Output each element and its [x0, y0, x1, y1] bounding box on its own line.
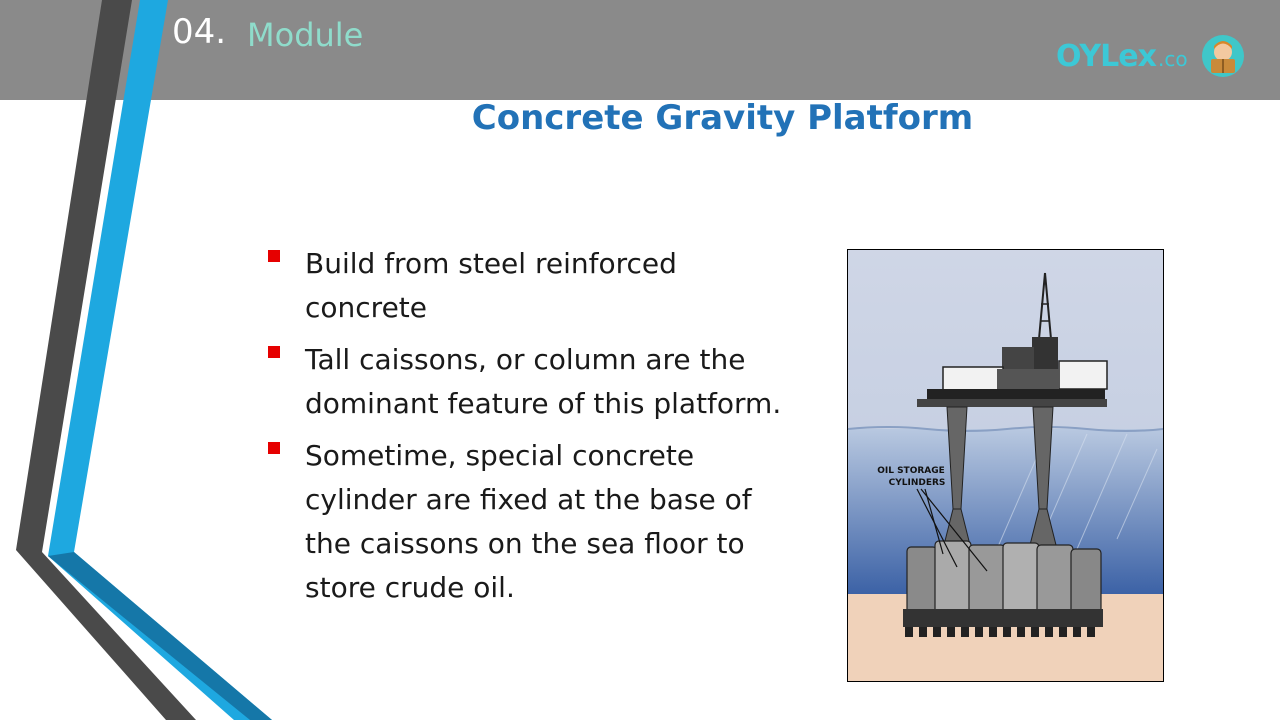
bullet-item: Sometime, special concrete cylinder are …	[264, 434, 804, 610]
reader-avatar-icon	[1202, 35, 1244, 77]
bullet-square-icon	[268, 346, 280, 358]
bullet-text: Tall caissons, or column are the dominan…	[305, 343, 782, 420]
logo-text: OYLex	[1056, 38, 1157, 74]
bullet-item: Build from steel reinforced concrete	[264, 242, 804, 330]
logo-tld: .co	[1157, 47, 1188, 71]
logo[interactable]: OYLex .co	[1056, 30, 1188, 82]
bullet-item: Tall caissons, or column are the dominan…	[264, 338, 804, 426]
illustration-label: CYLINDERS	[889, 478, 946, 488]
bullet-text: Build from steel reinforced concrete	[305, 247, 677, 324]
module-number: 04.	[172, 12, 227, 52]
bullet-list: Build from steel reinforced concrete Tal…	[264, 242, 804, 618]
bullet-square-icon	[268, 442, 280, 454]
platform-illustration: OIL STORAGE CYLINDERS	[847, 249, 1164, 682]
bullet-square-icon	[268, 250, 280, 262]
header-bar	[0, 0, 1280, 100]
bullet-text: Sometime, special concrete cylinder are …	[305, 439, 752, 604]
module-label: Module	[247, 16, 364, 54]
slide-title: Concrete Gravity Platform	[471, 98, 974, 138]
illustration-label: OIL STORAGE	[877, 466, 945, 476]
